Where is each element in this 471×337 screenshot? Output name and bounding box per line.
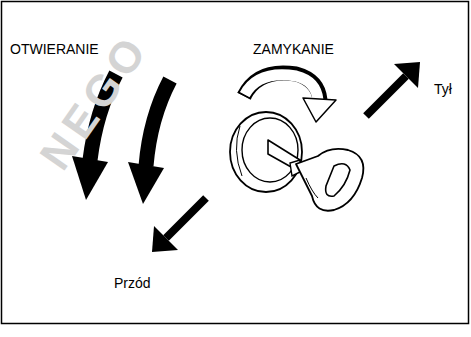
direction-label: Przód <box>114 276 151 291</box>
key <box>268 140 363 211</box>
rear-arrow <box>366 62 420 116</box>
direction-label: ZAMYKANIE <box>253 42 334 57</box>
open-arrow <box>128 80 170 204</box>
lock-cylinder <box>230 112 302 192</box>
frame <box>2 2 469 324</box>
direction-label: OTWIERANIE <box>10 42 99 57</box>
front-arrow <box>152 198 206 252</box>
direction-label: Tył <box>434 82 452 97</box>
